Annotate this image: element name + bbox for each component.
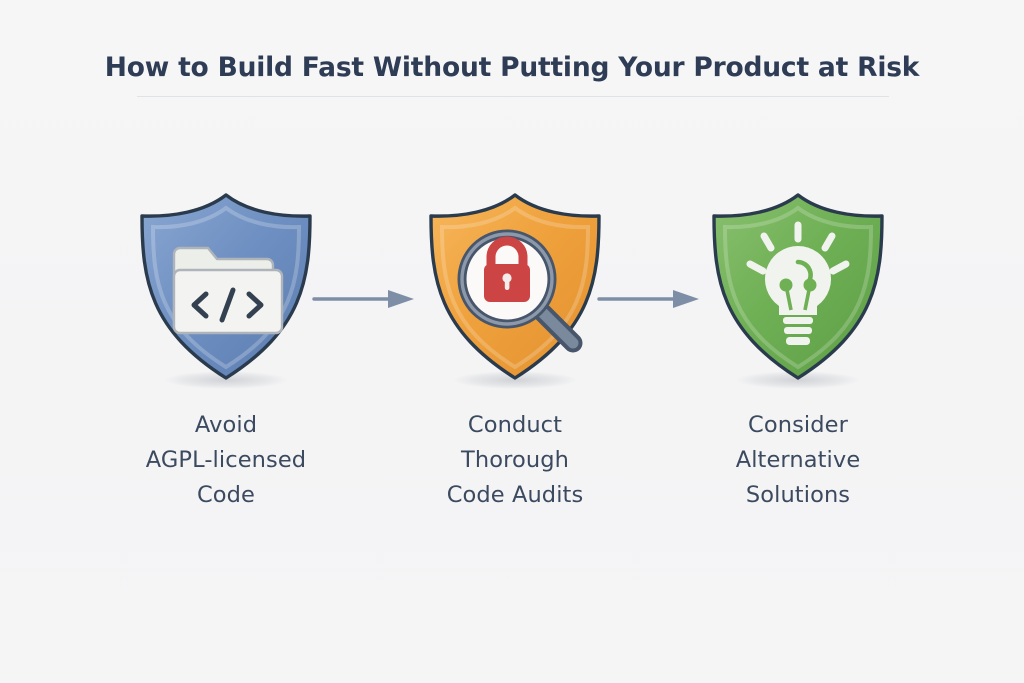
step-item-2: Conduct Thorough Code Audits <box>370 190 660 513</box>
step-caption-3: Consider Alternative Solutions <box>653 408 943 513</box>
shield-inner-highlight-1 <box>150 205 302 370</box>
caption-line: Code Audits <box>446 482 584 509</box>
code-folder-icon <box>172 246 284 335</box>
page-title: How to Build Fast Without Putting Your P… <box>104 52 920 83</box>
padlock-icon <box>484 236 530 302</box>
step-item-3: Consider Alternative Solutions <box>653 190 943 513</box>
step-caption-1: Avoid AGPL-licensed Code <box>81 408 371 513</box>
shield-inner-highlight-3 <box>722 205 874 370</box>
title-block: How to Build Fast Without Putting Your P… <box>0 52 1024 84</box>
shield-shadow <box>736 371 860 389</box>
title-divider <box>137 96 889 97</box>
shield-badge-1 <box>126 190 326 395</box>
caption-line: Conduct <box>467 412 563 438</box>
caption-line: Alternative <box>735 447 861 474</box>
caption-line: Consider <box>748 412 848 438</box>
flow-arrow-2 <box>597 287 701 311</box>
steps-row: Avoid AGPL-licensed Code <box>0 190 1024 550</box>
step-item-1: Avoid AGPL-licensed Code <box>81 190 371 513</box>
caption-line: Avoid <box>194 412 258 438</box>
lightbulb-glass <box>764 245 832 315</box>
step-caption-2: Conduct Thorough Code Audits <box>370 408 660 513</box>
shield-inner-highlight-2 <box>439 205 591 370</box>
magnifier-lock-icon <box>457 229 583 353</box>
flow-arrow-1 <box>312 287 416 311</box>
lightbulb-rays <box>746 221 850 275</box>
lightbulb-base <box>783 317 813 345</box>
shield-shadow <box>453 371 577 389</box>
lightbulb-idea-icon <box>746 221 850 345</box>
shield-badge-2 <box>415 190 615 395</box>
caption-line: Code <box>196 482 255 509</box>
shield-badge-3 <box>698 190 898 395</box>
caption-line: AGPL-licensed <box>145 447 307 474</box>
shield-shadow <box>164 371 288 389</box>
caption-line: Thorough <box>461 447 569 474</box>
caption-line: Solutions <box>745 482 851 509</box>
